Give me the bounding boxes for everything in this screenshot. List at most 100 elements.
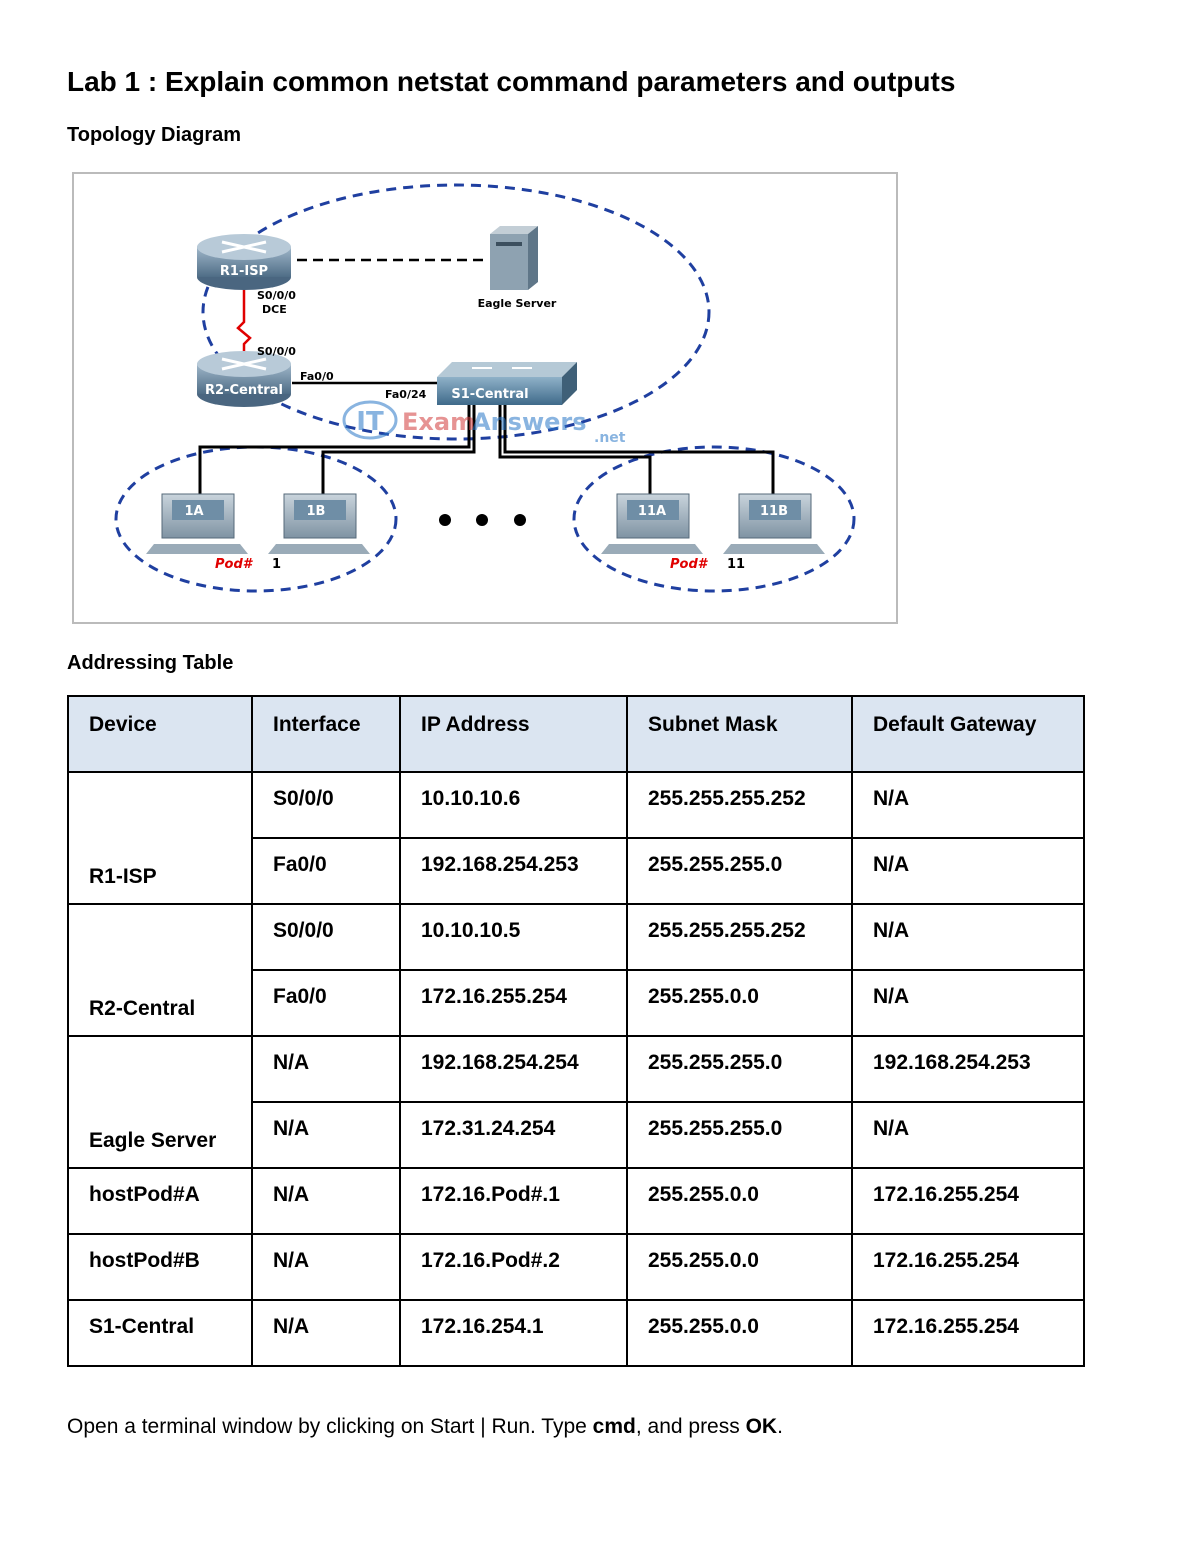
r1-label: R1-ISP (220, 264, 268, 279)
host-links (198, 404, 775, 497)
svg-text:11A: 11A (638, 504, 666, 519)
addressing-table: Device Interface IP Address Subnet Mask … (67, 695, 1085, 1367)
instruction-ok: OK (745, 1415, 778, 1438)
page-title: Lab 1 : Explain common netstat command p… (67, 66, 956, 97)
instruction-text: Open a terminal window by clicking on St… (67, 1415, 783, 1439)
pod11-ellipse (572, 445, 856, 593)
table-row: Eagle Server N/A 192.168.254.254 255.255… (67, 1035, 1085, 1169)
pod1-prefix: Pod# (215, 557, 254, 572)
server-label: Eagle Server (478, 297, 557, 310)
gateway-cell: 172.16.255.254 (851, 1233, 1085, 1301)
table-header-row: Device Interface IP Address Subnet Mask … (67, 695, 1085, 773)
device-cell: R1-ISP (67, 771, 253, 905)
gateway-cell: 192.168.254.253 (851, 1035, 1085, 1103)
addressing-heading: Addressing Table (67, 652, 234, 674)
gateway-cell: N/A (851, 903, 1085, 971)
table-row: N/A 172.31.24.254 255.255.255.0 N/A (68, 1101, 1085, 1169)
eagle-server: Eagle Server (478, 226, 557, 310)
switch-s1-central: S1-Central (437, 362, 577, 405)
switch-label: S1-Central (451, 387, 528, 402)
instruction-cmd: cmd (592, 1415, 636, 1438)
router-r1-isp: R1-ISP (197, 234, 291, 290)
gateway-cell: N/A (851, 969, 1085, 1037)
topology-svg: R1-ISP R2-Central Eagle Server S1-Centra… (72, 172, 898, 624)
device-cell: hostPod#A (67, 1167, 253, 1235)
serial-link (236, 284, 252, 372)
svg-text:Answers: Answers (472, 408, 587, 436)
ip-cell: 192.168.254.253 (399, 837, 628, 905)
more-pods-ellipsis (439, 514, 526, 526)
col-header-mask: Subnet Mask (626, 695, 853, 773)
col-header-interface: Interface (251, 695, 401, 773)
interface-cell: Fa0/0 (251, 969, 401, 1037)
r1-dce-label: DCE (262, 303, 287, 316)
gateway-cell: N/A (851, 1101, 1085, 1169)
gateway-cell: N/A (851, 771, 1085, 839)
ip-cell: 172.16.Pod#.1 (399, 1167, 628, 1235)
svg-text:1B: 1B (307, 504, 326, 519)
ip-cell: 172.31.24.254 (399, 1101, 628, 1169)
topology-heading: Topology Diagram (67, 124, 242, 146)
mask-cell: 255.255.0.0 (626, 1233, 853, 1301)
table-row: hostPod#B N/A 172.16.Pod#.2 255.255.0.0 … (67, 1233, 1085, 1301)
host-11a: 11A (601, 493, 703, 554)
interface-cell: N/A (251, 1167, 401, 1235)
mask-cell: 255.255.0.0 (626, 1299, 853, 1367)
device-cell: R2-Central (67, 903, 253, 1037)
col-header-gateway: Default Gateway (851, 695, 1085, 773)
r2-serial-label: S0/0/0 (257, 345, 296, 358)
host-11b: 11B (723, 493, 825, 554)
table-row: hostPod#A N/A 172.16.Pod#.1 255.255.0.0 … (67, 1167, 1085, 1235)
mask-cell: 255.255.0.0 (626, 969, 853, 1037)
r2-label: R2-Central (205, 383, 283, 398)
watermark: IT Exam Answers .net (342, 400, 626, 446)
r2-fa-label: Fa0/0 (300, 370, 334, 383)
mask-cell: 255.255.255.0 (626, 837, 853, 905)
ip-cell: 10.10.10.6 (399, 771, 628, 839)
col-header-ip: IP Address (399, 695, 628, 773)
core-network-ellipse (201, 183, 711, 441)
mask-cell: 255.255.255.252 (626, 771, 853, 839)
svg-text:1A: 1A (184, 504, 203, 519)
ip-cell: 172.16.Pod#.2 (399, 1233, 628, 1301)
host-1a: 1A (146, 493, 248, 554)
router-r2-central: R2-Central (197, 351, 291, 407)
svg-text:Exam: Exam (402, 408, 475, 436)
interface-cell: N/A (251, 1035, 401, 1103)
pod11-number: 11 (727, 557, 745, 572)
instruction-part1: Open a terminal window by clicking on St… (67, 1415, 593, 1438)
device-cell: hostPod#B (67, 1233, 253, 1301)
interface-cell: N/A (251, 1299, 401, 1367)
instruction-part3: . (777, 1415, 783, 1438)
table-row: S1-Central N/A 172.16.254.1 255.255.0.0 … (67, 1299, 1085, 1367)
pod11-prefix: Pod# (670, 557, 709, 572)
table-row: R2-Central S0/0/0 10.10.10.5 255.255.255… (67, 903, 1085, 1037)
topology-diagram: R1-ISP R2-Central Eagle Server S1-Centra… (72, 172, 898, 624)
mask-cell: 255.255.255.0 (626, 1035, 853, 1103)
mask-cell: 255.255.255.0 (626, 1101, 853, 1169)
mask-cell: 255.255.255.252 (626, 903, 853, 971)
pod1-number: 1 (272, 557, 281, 572)
col-header-device: Device (67, 695, 253, 773)
interface-cell: S0/0/0 (251, 771, 401, 839)
r1-serial-label: S0/0/0 (257, 289, 296, 302)
ip-cell: 10.10.10.5 (399, 903, 628, 971)
ip-cell: 172.16.254.1 (399, 1299, 628, 1367)
interface-cell: Fa0/0 (251, 837, 401, 905)
ip-cell: 172.16.255.254 (399, 969, 628, 1037)
table-row: R1-ISP S0/0/0 10.10.10.6 255.255.255.252… (67, 771, 1085, 905)
svg-text:IT: IT (356, 407, 384, 437)
svg-text:.net: .net (594, 430, 626, 446)
interface-cell: N/A (251, 1101, 401, 1169)
switch-fa-label: Fa0/24 (385, 388, 427, 401)
instruction-part2: , and press (635, 1415, 746, 1438)
host-1b: 1B (268, 493, 370, 554)
interface-cell: N/A (251, 1233, 401, 1301)
table-row: Fa0/0 192.168.254.253 255.255.255.0 N/A (68, 837, 1085, 905)
interface-cell: S0/0/0 (251, 903, 401, 971)
table-row: Fa0/0 172.16.255.254 255.255.0.0 N/A (68, 969, 1085, 1037)
mask-cell: 255.255.0.0 (626, 1167, 853, 1235)
gateway-cell: 172.16.255.254 (851, 1167, 1085, 1235)
gateway-cell: N/A (851, 837, 1085, 905)
gateway-cell: 172.16.255.254 (851, 1299, 1085, 1367)
